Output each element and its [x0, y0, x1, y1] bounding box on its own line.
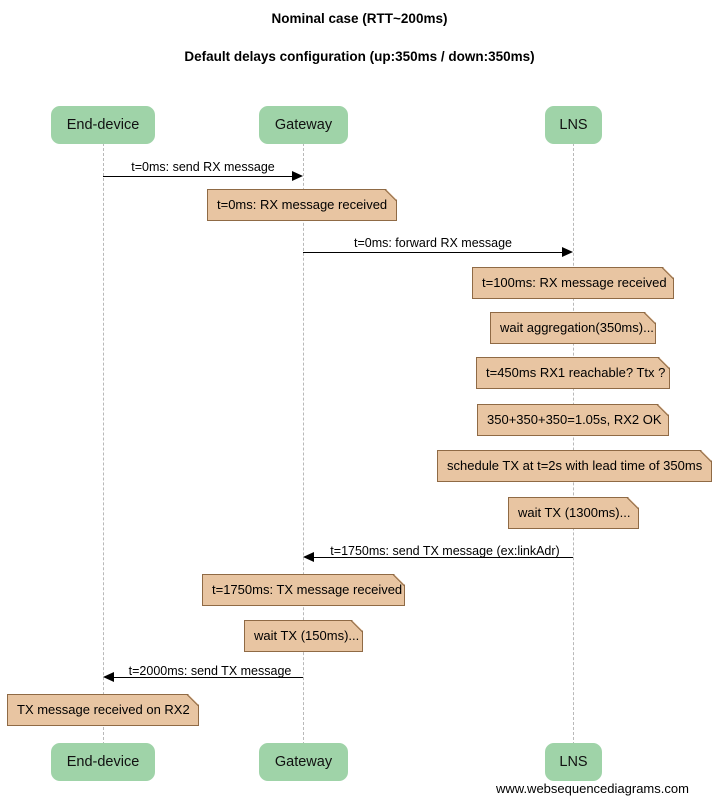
arrow-head-left-icon	[303, 552, 314, 562]
message-line-forward-rx	[303, 252, 563, 253]
note-fold-line-icon	[661, 267, 674, 280]
note-wait-tx-150: wait TX (150ms)...	[244, 620, 363, 652]
note-text: wait aggregation(350ms)...	[500, 320, 654, 335]
note-text: t=100ms: RX message received	[482, 275, 667, 290]
note-text: TX message received on RX2	[17, 702, 190, 717]
note-rx-received-lns: t=100ms: RX message received	[472, 267, 674, 299]
note-fold-line-icon	[384, 189, 397, 202]
note-fold-line-icon	[643, 312, 656, 325]
message-label-send-tx-linkadr: t=1750ms: send TX message (ex:linkAdr)	[330, 544, 560, 558]
diagram-title: Nominal case (RTT~200ms)	[271, 11, 448, 26]
diagram-subtitle: Default delays configuration (up:350ms /…	[184, 49, 535, 64]
note-fold-line-icon	[699, 450, 712, 463]
lifeline-end-device	[103, 143, 104, 745]
arrow-head-left-icon	[103, 672, 114, 682]
note-text: 350+350+350=1.05s, RX2 OK	[487, 412, 662, 427]
watermark-link[interactable]: www.websequencediagrams.com	[496, 781, 689, 796]
note-rx-received-gateway: t=0ms: RX message received	[207, 189, 397, 221]
note-text: t=0ms: RX message received	[217, 197, 388, 212]
note-rx2-ok: 350+350+350=1.05s, RX2 OK	[477, 404, 669, 436]
note-wait-tx-1300: wait TX (1300ms)...	[508, 497, 639, 529]
note-text: t=450ms RX1 reachable? Ttx ?	[486, 365, 666, 380]
message-label-send-rx: t=0ms: send RX message	[131, 160, 275, 174]
note-text: wait TX (150ms)...	[254, 628, 360, 643]
note-fold-line-icon	[350, 620, 363, 633]
note-tx-received-rx2: TX message received on RX2	[7, 694, 199, 726]
message-label-forward-rx: t=0ms: forward RX message	[353, 236, 513, 250]
actor-lns-top[interactable]: LNS	[545, 106, 602, 144]
note-wait-aggregation: wait aggregation(350ms)...	[490, 312, 656, 344]
message-line-send-tx	[113, 677, 303, 678]
note-text: t=1750ms: TX message received	[212, 582, 403, 597]
note-fold-line-icon	[626, 497, 639, 510]
message-line-send-tx-linkadr	[313, 557, 573, 558]
lifeline-gateway	[303, 143, 304, 745]
note-schedule-tx: schedule TX at t=2s with lead time of 35…	[437, 450, 712, 482]
actor-end-device-top[interactable]: End-device	[51, 106, 155, 144]
actor-lns-bottom[interactable]: LNS	[545, 743, 602, 781]
note-fold-line-icon	[657, 357, 670, 370]
note-text: wait TX (1300ms)...	[518, 505, 631, 520]
note-tx-received-gateway: t=1750ms: TX message received	[202, 574, 405, 606]
actor-gateway-bottom[interactable]: Gateway	[259, 743, 348, 781]
arrow-head-right-icon	[292, 171, 303, 181]
note-fold-line-icon	[656, 404, 669, 417]
message-label-send-tx: t=2000ms: send TX message	[128, 664, 292, 678]
actor-end-device-bottom[interactable]: End-device	[51, 743, 155, 781]
note-rx1-reachable: t=450ms RX1 reachable? Ttx ?	[476, 357, 670, 389]
lifeline-lns	[573, 143, 574, 745]
arrow-head-right-icon	[562, 247, 573, 257]
actor-gateway-top[interactable]: Gateway	[259, 106, 348, 144]
note-text: schedule TX at t=2s with lead time of 35…	[447, 458, 703, 473]
message-line-send-rx	[103, 176, 293, 177]
note-fold-line-icon	[392, 574, 405, 587]
note-fold-line-icon	[186, 694, 199, 707]
